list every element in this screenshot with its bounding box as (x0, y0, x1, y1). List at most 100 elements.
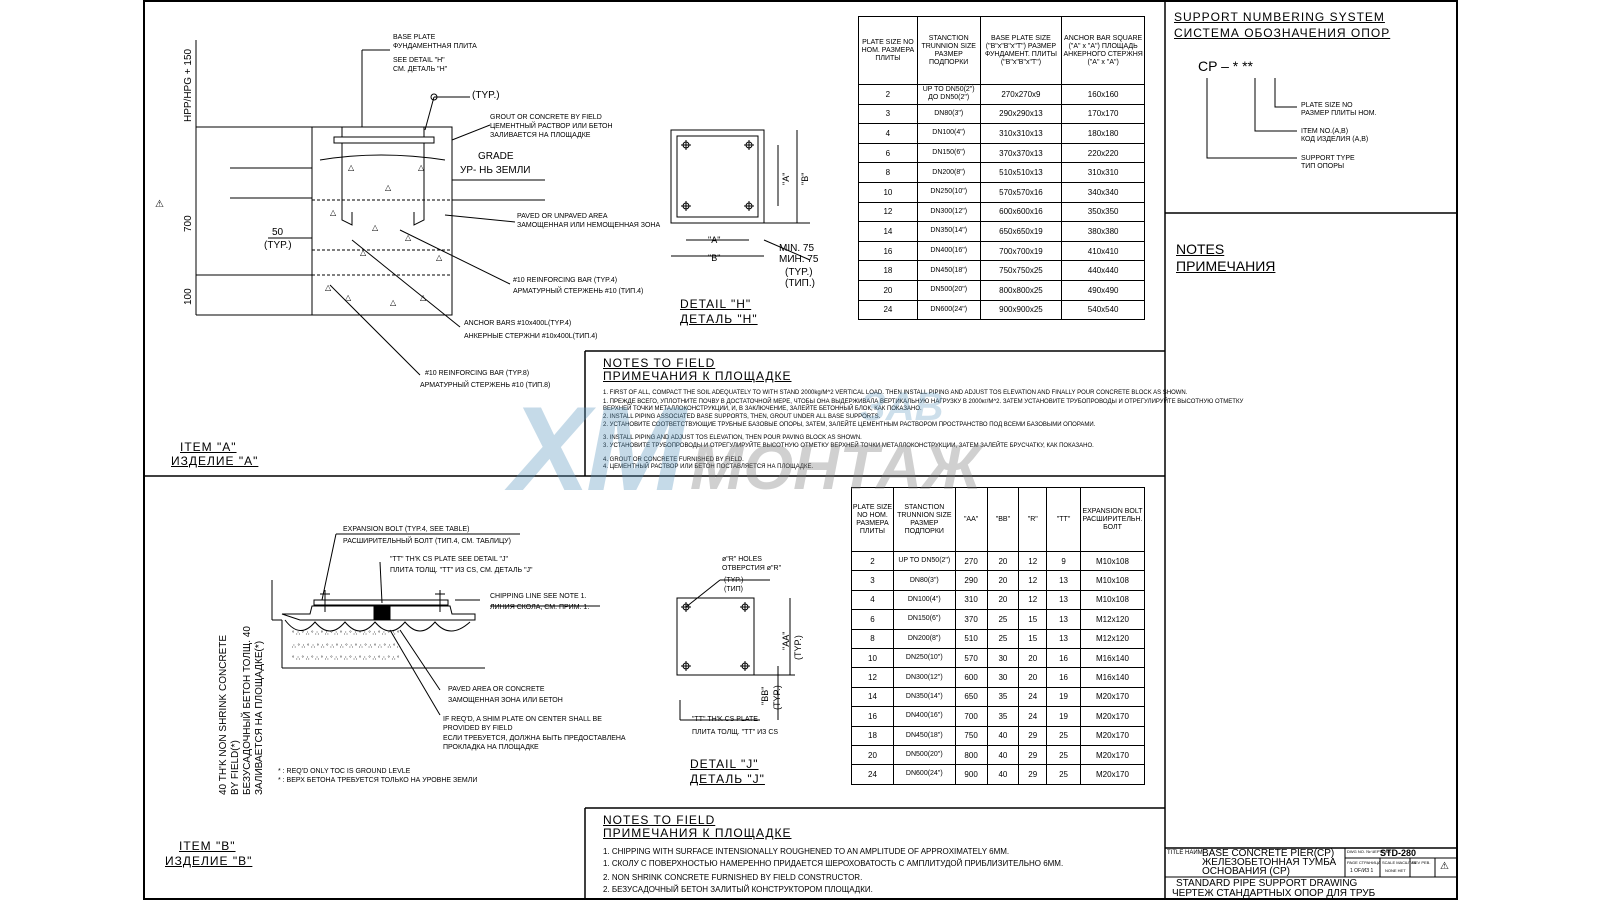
table-a-header: PLATE SIZE NO НОМ. РАЗМЕРА ПЛИТЫ (858, 16, 918, 85)
table-b: PLATE SIZE NO НОМ. РАЗМЕРА ПЛИТЫ STANCTI… (851, 487, 1146, 785)
dwg-label: DWG NO. № ЧЕРТЕЖА (1347, 849, 1391, 854)
req-note: * : REQ'D ONLY TOC IS GROUND LEVLE (278, 768, 411, 775)
subtitle-en: STANDARD PIPE SUPPORT DRAWING (1176, 878, 1358, 889)
warning-icon: ⚠ (1440, 861, 1449, 872)
cs-plate-label: "TT" TH'K CS PLATE SEE DETAIL "J" (390, 556, 508, 563)
table-b-header: "AA" (954, 487, 988, 552)
grout-label-ru1: ЦЕМЕНТНЫЙ РАСТВОР ИЛИ БЕТОН (490, 123, 613, 130)
detail-h-typ: (TYP.) (785, 267, 813, 278)
dim-50: 50 (272, 227, 284, 238)
numbering-title-ru: СИСТЕМА ОБОЗНАЧЕНИЯ ОПОР (1174, 26, 1391, 40)
detail-h-min: MIN. 75 (779, 243, 815, 254)
item-a-title: ITEM "A" (180, 440, 237, 454)
field-note-line: 3. УСТАНОВИТЕ ТРУБОПРОВОДЫ И ОТРЕГУЛИРУЙ… (603, 443, 1094, 449)
field-notes-b-title-ru: ПРИМЕЧАНИЯ К ПЛОЩАДКЕ (603, 826, 792, 840)
paved-b-label: PAVED AREA OR CONCRETE (448, 686, 545, 693)
see-detail-h-ru: СМ. ДЕТАЛЬ "H" (393, 66, 448, 73)
dim-50-typ: (TYP.) (264, 240, 292, 251)
dwg-no: STD-280 (1380, 848, 1417, 858)
detail-h-title-ru: ДЕТАЛЬ "H" (680, 312, 758, 326)
detail-h-b: "B" (708, 253, 721, 263)
detail-h-title: DETAIL "H" (680, 297, 752, 311)
detail-h-min-ru: МИН. 75 (779, 254, 819, 265)
svg-text:△: △ (372, 223, 379, 232)
field-notes-b-title: NOTES TO FIELD (603, 813, 716, 827)
cs-plate-label-ru: ПЛИТА ТОЛЩ. "TT" ИЗ CS, СМ. ДЕТАЛЬ "J" (390, 567, 533, 574)
holes-typ: (TYP.) (724, 577, 744, 584)
svg-text:° ∴ ° ∴ ° ∴ ° ∴ ° ∴ ° ∴ ° ∴ °: ° ∴ ° ∴ ° ∴ ° ∴ ° ∴ ° ∴ ° ∴ ° ∴ ° ∴ ° ∴ … (292, 631, 400, 637)
shim-label-1: IF REQ'D, A SHIM PLATE ON CENTER SHALL B… (443, 716, 602, 723)
table-b-header: EXPANSION BOLT РАСШИРИТЕЛЬН. БОЛТ (1079, 487, 1146, 552)
table-cell: DN600(24") (916, 299, 981, 321)
svg-text:⚠: ⚠ (155, 199, 164, 210)
detail-j-title-ru: ДЕТАЛЬ "J" (690, 772, 765, 786)
table-a: PLATE SIZE NO НОМ. РАЗМЕРА ПЛИТЫ STANCTI… (858, 16, 1145, 321)
numbering-code: CP – * ** (1198, 58, 1253, 74)
detail-j-plate-ru: ПЛИТА ТОЛЩ. "TT" ИЗ CS (692, 729, 779, 736)
grout-label-ru2: ЗАЛИВАЕТСЯ НА ПЛОЩАДКЕ (490, 132, 591, 139)
chipping-label-ru: ЛИНИЯ СКОЛА, СМ. ПРИМ. 1. (490, 604, 590, 611)
see-detail-h: SEE DETAIL "H" (393, 57, 445, 64)
anchor-label-ru: АНКЕРНЫЕ СТЕРЖНИ #10x400L(ТИП.4) (464, 333, 598, 340)
concrete-pier-outline (311, 126, 453, 316)
table-cell: 900x900x25 (979, 299, 1063, 321)
drawing-sheet (143, 0, 1458, 900)
field-note-line: 4. GROUT OR CONCRETE FURNISHED BY FIELD. (603, 457, 744, 463)
holes-label-ru: ОТВЕРСТИЯ ø"R" (722, 565, 782, 572)
table-b-header: "BB" (986, 487, 1020, 552)
field-note-line: 3. INSTALL PIPING AND ADJUST TOS ELEVATI… (603, 435, 862, 441)
field-note-b-line: 1. СКОЛУ С ПОВЕРХНОСТЬЮ НАМЕРЕННО ПРИДАЕ… (603, 859, 1064, 868)
page-label: PAGE СТРАНИЦА (1347, 860, 1381, 865)
svg-text:△: △ (436, 253, 443, 262)
svg-text:△: △ (390, 298, 397, 307)
shim-label-ru1: ЕСЛИ ТРЕБУЕТСЯ, ДОЛЖНА БЫТЬ ПРЕДОСТАВЛЕН… (443, 735, 626, 742)
field-note-b-line: 2. NON SHRINK CONCRETE FURNISHED BY FIEL… (603, 873, 863, 882)
bolt-holes (681, 602, 750, 671)
svg-text:△: △ (405, 233, 412, 242)
svg-text:△: △ (385, 183, 392, 192)
title-ru1: ЖЕЛЕЗОБЕТОННАЯ ТУМБА (1202, 857, 1337, 868)
field-notes-a-title: NOTES TO FIELD (603, 356, 716, 370)
bolt-label-ru: РАСШИРИТЕЛЬНЫЙ БОЛТ (ТИП.4, СМ. ТАБЛИЦУ) (343, 538, 511, 545)
rebar8-label: #10 REINFORCING BAR (TYP.8) (425, 370, 530, 377)
svg-text:△: △ (420, 293, 427, 302)
table-cell: 24 (851, 764, 894, 785)
detail-h-a: "A" (708, 235, 721, 245)
anchor-label: ANCHOR BARS #10x400L(TYP.4) (464, 320, 572, 327)
base-plate-label-ru: ФУНДАМЕНТНАЯ ПЛИТА (393, 43, 477, 50)
numbering-title: SUPPORT NUMBERING SYSTEM (1174, 10, 1385, 24)
table-cell: 18 (851, 725, 894, 746)
holes-typ-ru: (ТИП) (724, 586, 744, 593)
field-note-line: 1. FIRST OF ALL, COMPACT THE SOIL ADEQUA… (603, 390, 1188, 396)
table-cell: M20x170 (1079, 764, 1146, 785)
holes-label: ø"R" HOLES (722, 556, 762, 563)
field-note-line: 1. ПРЕЖДЕ ВСЕГО, УПЛОТНИТЕ ПОЧВУ В ДОСТА… (603, 399, 1244, 405)
numbering-type: SUPPORT TYPE (1301, 155, 1355, 162)
table-a-header: STANCTION TRUNNION SIZE РАЗМЕР ПОДПОРКИ (916, 16, 981, 85)
shim-label-ru2: ПРОКЛАДКА НА ПЛОЩАДКЕ (443, 744, 539, 751)
title-ru2: ОСНОВАНИЯ (CP) (1202, 866, 1290, 877)
table-cell: DN300(12") (892, 667, 956, 688)
chipping-label: CHIPPING LINE SEE NOTE 1. (490, 593, 587, 600)
item-b-title-ru: ИЗДЕЛИЕ "B" (165, 854, 253, 868)
item-a-title-ru: ИЗДЕЛИЕ "А" (171, 454, 259, 468)
numbering-plate: PLATE SIZE NO (1301, 102, 1353, 109)
field-note-b-line: 2. БЕЗУСАДОЧНЫЙ БЕТОН ЗАЛИТЫЙ КОНСТРУКТО… (603, 885, 873, 894)
field-note-b-line: 1. CHIPPING WITH SURFACE INTENSIONALLY R… (603, 847, 1010, 856)
req-note-ru: * : ВЕРХ БЕТОНА ТРЕБУЕТСЯ ТОЛЬКО НА УРОВ… (278, 777, 478, 784)
rev-label: REV РЕВ. (1412, 860, 1431, 865)
detail-j-plate: "TT" TH'K CS PLATE (692, 716, 758, 723)
